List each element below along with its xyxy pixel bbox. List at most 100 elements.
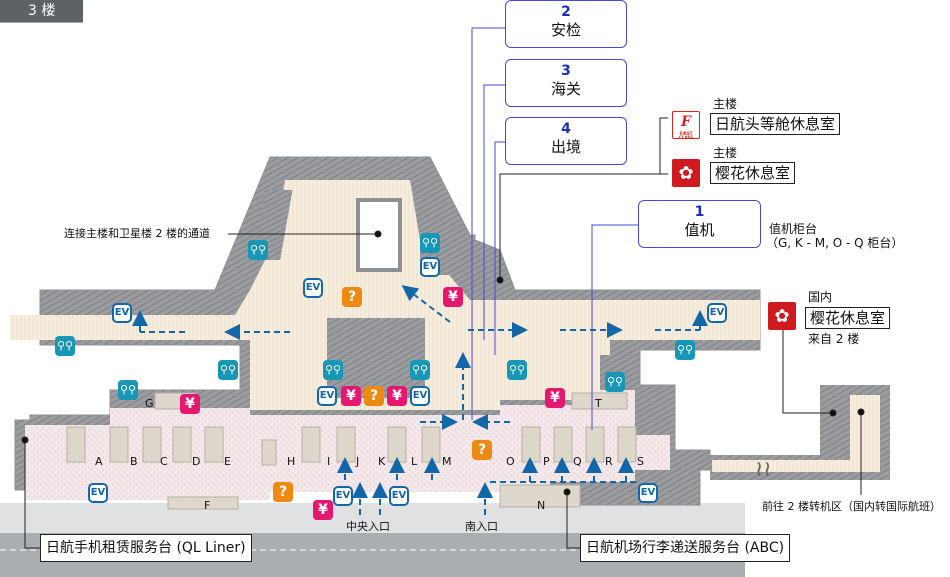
counter-block <box>421 426 441 463</box>
leader-emigration <box>494 141 505 355</box>
callout-security[interactable]: 2 安检 <box>505 0 627 48</box>
counter-label-e: E <box>224 455 231 468</box>
elevator-icon: EV <box>420 257 440 277</box>
restroom-icon: ⚲⚲ <box>323 360 343 380</box>
corridor-break-symbol: ≀≀ <box>755 457 772 482</box>
counter-block <box>617 426 637 463</box>
elevator-icon: EV <box>389 486 409 506</box>
counter-label-i: I <box>327 455 331 468</box>
leader-checkin <box>591 224 638 430</box>
callout-label: 值机 <box>684 221 715 239</box>
information-icon: ? <box>472 440 492 460</box>
counter-label-j: J <box>356 455 360 468</box>
counter-label-h: H <box>287 455 296 468</box>
first-class-logo-letter: F <box>681 114 691 130</box>
baggage-delivery-desk[interactable]: 日航机场行李递送服务台 (ABC) <box>580 534 791 562</box>
transfer-dot <box>857 408 865 416</box>
information-icon: ? <box>273 482 293 502</box>
callout-number: 2 <box>561 4 571 20</box>
counter-block <box>172 426 192 463</box>
connector-label: 连接主楼和卫星楼 2 楼的通道 <box>64 227 210 240</box>
counter-label-l: L <box>411 455 418 468</box>
counter-label-s: S <box>637 455 644 468</box>
checkin-note-line1: 值机柜台 <box>769 222 818 236</box>
first-class-logo-sub: FIRST CLASS <box>678 131 694 140</box>
restroom-icon: ⚲⚲ <box>605 372 625 392</box>
counter-block <box>301 426 321 463</box>
counter-label-m: M <box>442 455 452 468</box>
sakura-dot <box>829 409 837 417</box>
counter-label-c: C <box>160 455 168 468</box>
restroom-icon: ⚲⚲ <box>507 360 527 380</box>
currency-exchange-icon: ¥ <box>545 388 565 408</box>
flow-arrows <box>132 285 708 515</box>
satellite-corridor-floor <box>712 395 880 472</box>
lounge-building-label: 主楼 <box>713 146 738 160</box>
road-upper <box>0 503 745 533</box>
sakura-lounge-logo: ✿ <box>768 302 796 330</box>
elevator-icon: EV <box>88 483 108 503</box>
counter-label-t: T <box>595 397 602 410</box>
leader-security <box>471 27 505 420</box>
counter-label-p: P <box>543 455 550 468</box>
restroom-icon: ⚲⚲ <box>118 380 138 400</box>
lounge-first-class[interactable]: 日航头等舱休息室 <box>710 113 841 135</box>
counter-block <box>204 426 224 463</box>
lounge-dot <box>496 276 504 284</box>
restroom-icon: ⚲⚲ <box>420 233 440 253</box>
callout-emigration[interactable]: 4 出境 <box>505 117 627 165</box>
pointer-lines <box>21 117 865 549</box>
checkin-note-line2: （G, K - M, O - Q 柜台） <box>766 236 904 250</box>
lounge-building-label: 主楼 <box>713 97 738 111</box>
lounge-sakura-main[interactable]: 樱花休息室 <box>710 162 796 184</box>
counter-block <box>167 496 239 510</box>
connector-dot <box>374 230 382 238</box>
counter-label-f: F <box>204 499 211 512</box>
phone-rental-desk[interactable]: 日航手机租赁服务台 (QL Liner) <box>40 534 252 562</box>
arrow-northwest <box>401 285 451 323</box>
elevator-icon: EV <box>410 386 430 406</box>
lounge-sakura-domestic[interactable]: 樱花休息室 <box>805 307 891 329</box>
counter-block <box>261 439 277 466</box>
counter-label-o: O <box>506 455 515 468</box>
information-icon: ? <box>342 287 362 307</box>
sakura-lounge-logo: ✿ <box>672 159 700 187</box>
counter-block <box>585 426 605 463</box>
callout-customs[interactable]: 3 海关 <box>505 59 627 107</box>
leader-lines <box>471 27 638 430</box>
baggage-dot <box>563 488 571 496</box>
counter-label-g: G <box>145 397 154 410</box>
elevator-icon: EV <box>638 483 658 503</box>
departure-hall-floor <box>10 180 760 410</box>
callout-number: 1 <box>694 204 705 220</box>
counter-label-q: Q <box>573 455 582 468</box>
floor-indicator: 3 楼 <box>0 0 83 23</box>
information-icon: ? <box>364 386 384 406</box>
transfer-label: 前往 2 楼转机区（国内转国际航班） <box>762 500 941 513</box>
counter-label-r: R <box>605 455 613 468</box>
elevator-icon: EV <box>303 278 323 298</box>
callout-number: 4 <box>561 121 571 137</box>
leader-phone-rental <box>24 440 40 549</box>
leader-customs <box>483 84 505 340</box>
counter-block <box>387 426 407 463</box>
currency-exchange-icon: ¥ <box>443 287 463 307</box>
elevator-icon: EV <box>112 303 132 323</box>
currency-exchange-icon: ¥ <box>313 500 333 520</box>
elevator-icon: EV <box>333 486 353 506</box>
callout-label: 出境 <box>550 138 581 156</box>
counter-label-k: K <box>378 455 386 468</box>
elevator-icon: EV <box>317 386 337 406</box>
callout-checkin[interactable]: 1 值机 <box>638 200 761 248</box>
restroom-icon: ⚲⚲ <box>55 336 75 356</box>
counter-block <box>521 426 541 463</box>
restroom-icon: ⚲⚲ <box>248 240 268 260</box>
currency-exchange-icon: ¥ <box>387 386 407 406</box>
restroom-icon: ⚲⚲ <box>675 340 695 360</box>
lounge-access-note: 来自 2 楼 <box>808 332 860 346</box>
counter-block <box>499 484 581 508</box>
restroom-icon: ⚲⚲ <box>218 360 238 380</box>
counter-block <box>336 426 356 463</box>
first-class-logo: F FIRST CLASS <box>672 111 700 140</box>
